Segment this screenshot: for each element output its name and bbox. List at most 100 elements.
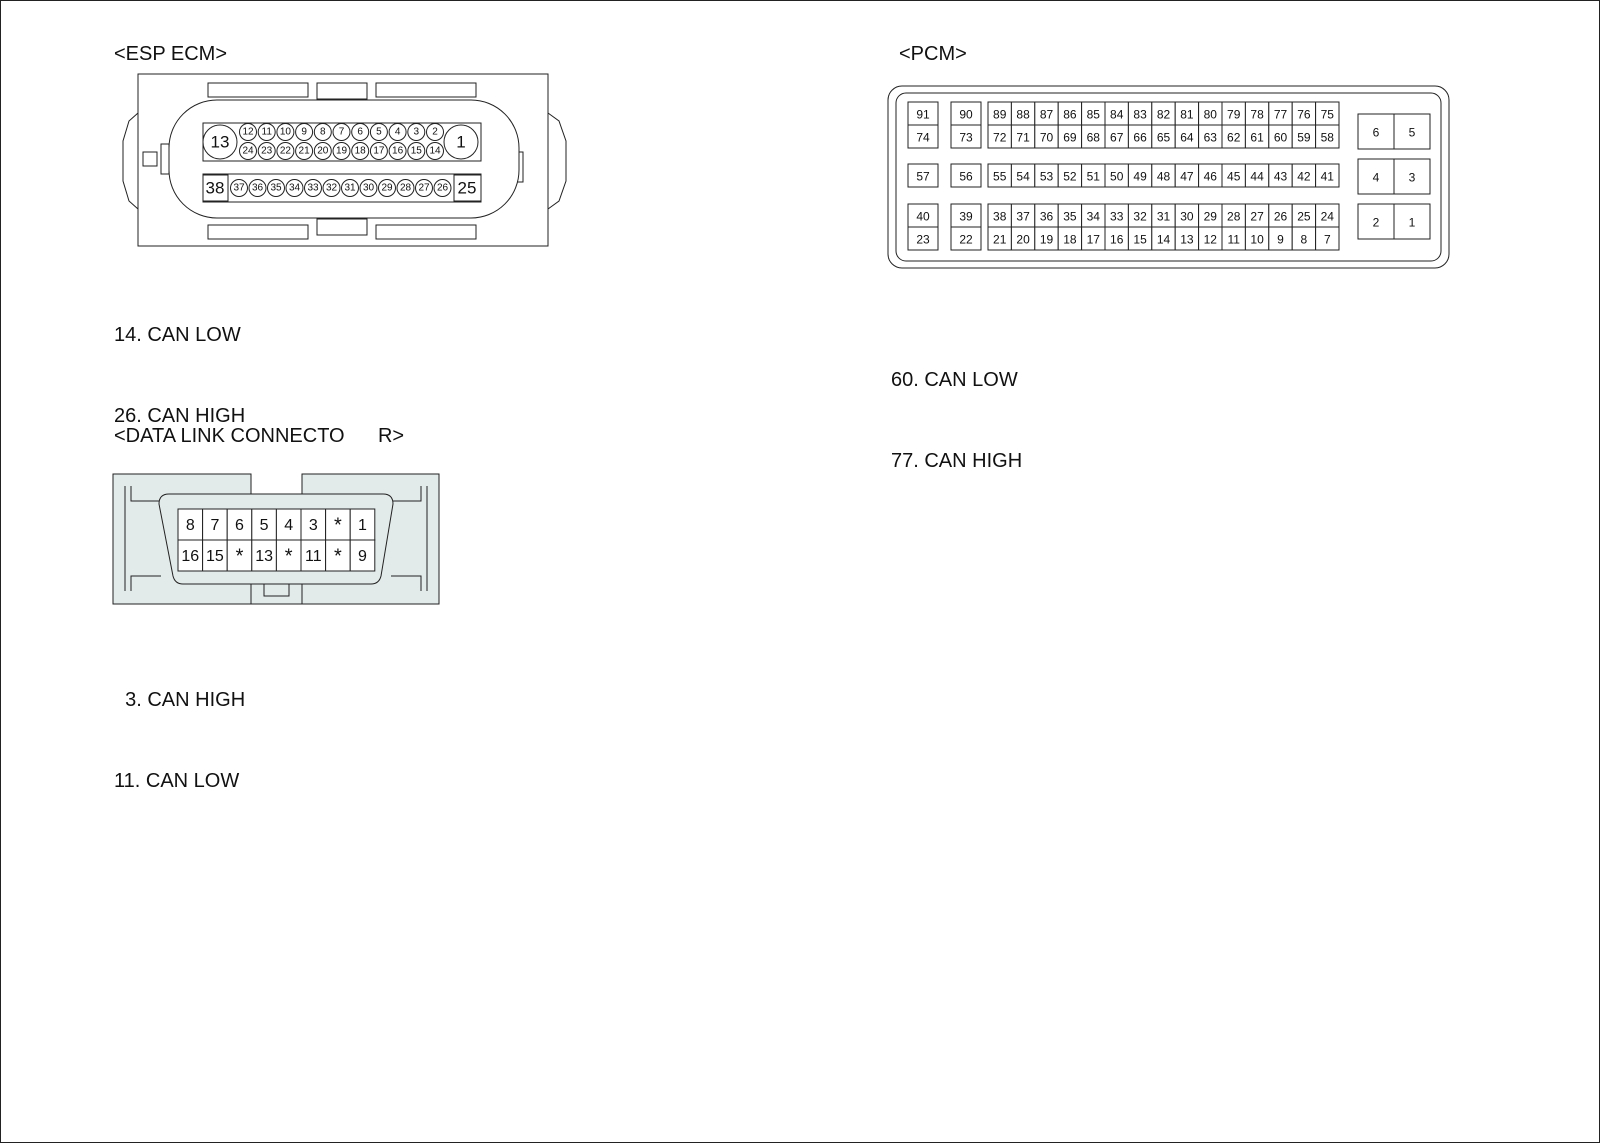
pcm-pin-57-box bbox=[907, 163, 939, 188]
dlc-pin-r1-0-box bbox=[177, 508, 204, 541]
pcm-pin-70-label: 70 bbox=[1040, 131, 1054, 145]
pcm-pin-56-box bbox=[950, 163, 982, 188]
esp-pin-3 bbox=[407, 123, 426, 141]
esp-pin-3-label: 3 bbox=[414, 127, 420, 138]
pcm-pin-32-label: 32 bbox=[1133, 210, 1147, 224]
pcm-notes: 60. CAN LOW 77. CAN HIGH bbox=[891, 313, 1022, 529]
pcm-pin-56-label: 56 bbox=[959, 170, 973, 184]
pcm-pin-12-label: 12 bbox=[1204, 233, 1218, 247]
esp-pin-9-label: 9 bbox=[301, 127, 307, 138]
esp-pin-29-label: 29 bbox=[381, 183, 393, 194]
pcm-pin-40-label: 40 bbox=[916, 210, 930, 224]
dlc-pin-r1-6-label: * bbox=[334, 515, 342, 537]
esp-pin-25-box bbox=[453, 174, 482, 202]
pcm-pin-7-box bbox=[1315, 226, 1340, 251]
pcm-pin-41-label: 41 bbox=[1321, 170, 1335, 184]
dlc-pin-r2-4-label: * bbox=[285, 546, 293, 568]
pcm-pin-17-label: 17 bbox=[1087, 233, 1101, 247]
pcm-pin-83-label: 83 bbox=[1133, 108, 1147, 122]
esp-pin-22 bbox=[276, 142, 295, 160]
dlc-bottom-tab bbox=[263, 583, 290, 597]
esp-pin-37 bbox=[230, 179, 248, 197]
esp-pin-26 bbox=[433, 179, 452, 197]
esp-ecm-title: <ESP ECM> bbox=[114, 43, 228, 65]
dlc-pin-r2-6-label: * bbox=[334, 546, 342, 568]
pcm-pin-18-label: 18 bbox=[1063, 233, 1077, 247]
pcm-pin-28-label: 28 bbox=[1227, 210, 1241, 224]
dlc-pin-r2-3-box bbox=[251, 539, 277, 572]
pcm-pin-55-label: 55 bbox=[993, 170, 1007, 184]
esp-pin-38-box bbox=[202, 174, 229, 202]
pcm-pin-69-label: 69 bbox=[1063, 131, 1077, 145]
pcm-pin-72-label: 72 bbox=[993, 131, 1007, 145]
esp-pin-32-label: 32 bbox=[326, 183, 338, 194]
dlc-pin-r1-4-label: 4 bbox=[284, 517, 293, 534]
pcm-pin-14-label: 14 bbox=[1157, 233, 1171, 247]
pcm-pin-51-label: 51 bbox=[1087, 170, 1101, 184]
pcm-pin-27-label: 27 bbox=[1250, 210, 1264, 224]
esp-left-key bbox=[142, 151, 158, 167]
esp-pin-27 bbox=[415, 179, 433, 197]
pcm-pin-43-label: 43 bbox=[1274, 170, 1288, 184]
dlc-notes: 3. CAN HIGH 11. CAN LOW bbox=[114, 633, 245, 849]
esp-pin-24-label: 24 bbox=[242, 146, 254, 157]
pcm-pin-6-label: 6 bbox=[1373, 126, 1380, 140]
pcm-pin-75-label: 75 bbox=[1321, 108, 1335, 122]
esp-pin-20-label: 20 bbox=[317, 146, 329, 157]
pcm-pin-2-box bbox=[1357, 203, 1395, 240]
esp-pin-31-label: 31 bbox=[344, 183, 356, 194]
esp-pin-32 bbox=[322, 179, 341, 197]
pcm-pin-68-label: 68 bbox=[1087, 131, 1101, 145]
dlc-pin-r1-4-box bbox=[275, 508, 302, 541]
esp-pin-29 bbox=[378, 179, 396, 197]
pcm-pin-25-label: 25 bbox=[1297, 210, 1311, 224]
esp-pin-25-label: 25 bbox=[458, 179, 477, 198]
esp-pin-24 bbox=[239, 142, 257, 160]
pcm-pin-62-label: 62 bbox=[1227, 131, 1241, 145]
esp-pin-7 bbox=[332, 123, 351, 141]
pcm-pin-23-box bbox=[907, 226, 939, 251]
esp-pin-14-label: 14 bbox=[429, 146, 441, 157]
pcm-pin-82-label: 82 bbox=[1157, 108, 1171, 122]
esp-pin-34 bbox=[285, 179, 304, 197]
esp-pin-9 bbox=[295, 123, 314, 141]
pcm-pin-35-label: 35 bbox=[1063, 210, 1077, 224]
pcm-pin-4-label: 4 bbox=[1373, 171, 1380, 185]
pcm-pin-65-label: 65 bbox=[1157, 131, 1171, 145]
esp-top-rib-left bbox=[207, 82, 309, 98]
pcm-pin-79-label: 79 bbox=[1227, 108, 1241, 122]
esp-bottom-rib-left bbox=[207, 224, 309, 240]
dlc-note-can-high: 3. CAN HIGH bbox=[114, 689, 246, 711]
pcm-pin-42-label: 42 bbox=[1297, 170, 1311, 184]
dlc-pin-r2-5-label: 11 bbox=[305, 548, 322, 565]
pcm-pin-20-label: 20 bbox=[1016, 233, 1030, 247]
dlc-pin-r1-2-label: 6 bbox=[235, 517, 244, 534]
pcm-pin-49-label: 49 bbox=[1133, 170, 1147, 184]
esp-pin-11 bbox=[257, 123, 276, 141]
dlc-pin-r2-7-box bbox=[349, 539, 376, 572]
dlc-title: <DATA LINK CONNECTO R> bbox=[114, 425, 405, 447]
dlc-pin-r2-1-label: 15 bbox=[206, 548, 224, 565]
esp-pin-17 bbox=[369, 142, 388, 160]
pcm-pin-89-label: 89 bbox=[993, 108, 1007, 122]
dlc-right-rail bbox=[391, 486, 428, 591]
pcm-pin-38-label: 38 bbox=[993, 210, 1007, 224]
pcm-pin-3-box bbox=[1393, 158, 1431, 195]
esp-bottom-latch bbox=[316, 218, 368, 236]
pcm-pin-44-label: 44 bbox=[1250, 170, 1264, 184]
pcm-pin-22-box bbox=[950, 226, 982, 251]
esp-pin-2-label: 2 bbox=[432, 127, 438, 138]
esp-pin-28-label: 28 bbox=[400, 183, 412, 194]
esp-pin-23-label: 23 bbox=[261, 146, 273, 157]
pcm-pin-21-label: 21 bbox=[993, 233, 1007, 247]
esp-pin-37-label: 37 bbox=[233, 183, 245, 194]
pcm-pin-73-label: 73 bbox=[959, 131, 973, 145]
pcm-pin-58-box bbox=[1315, 124, 1340, 149]
pcm-pin-59-label: 59 bbox=[1297, 131, 1311, 145]
pcm-pin-36-label: 36 bbox=[1040, 210, 1054, 224]
pcm-pin-31-label: 31 bbox=[1157, 210, 1171, 224]
pcm-pin-88-label: 88 bbox=[1016, 108, 1030, 122]
pcm-pin-8-label: 8 bbox=[1301, 233, 1308, 247]
